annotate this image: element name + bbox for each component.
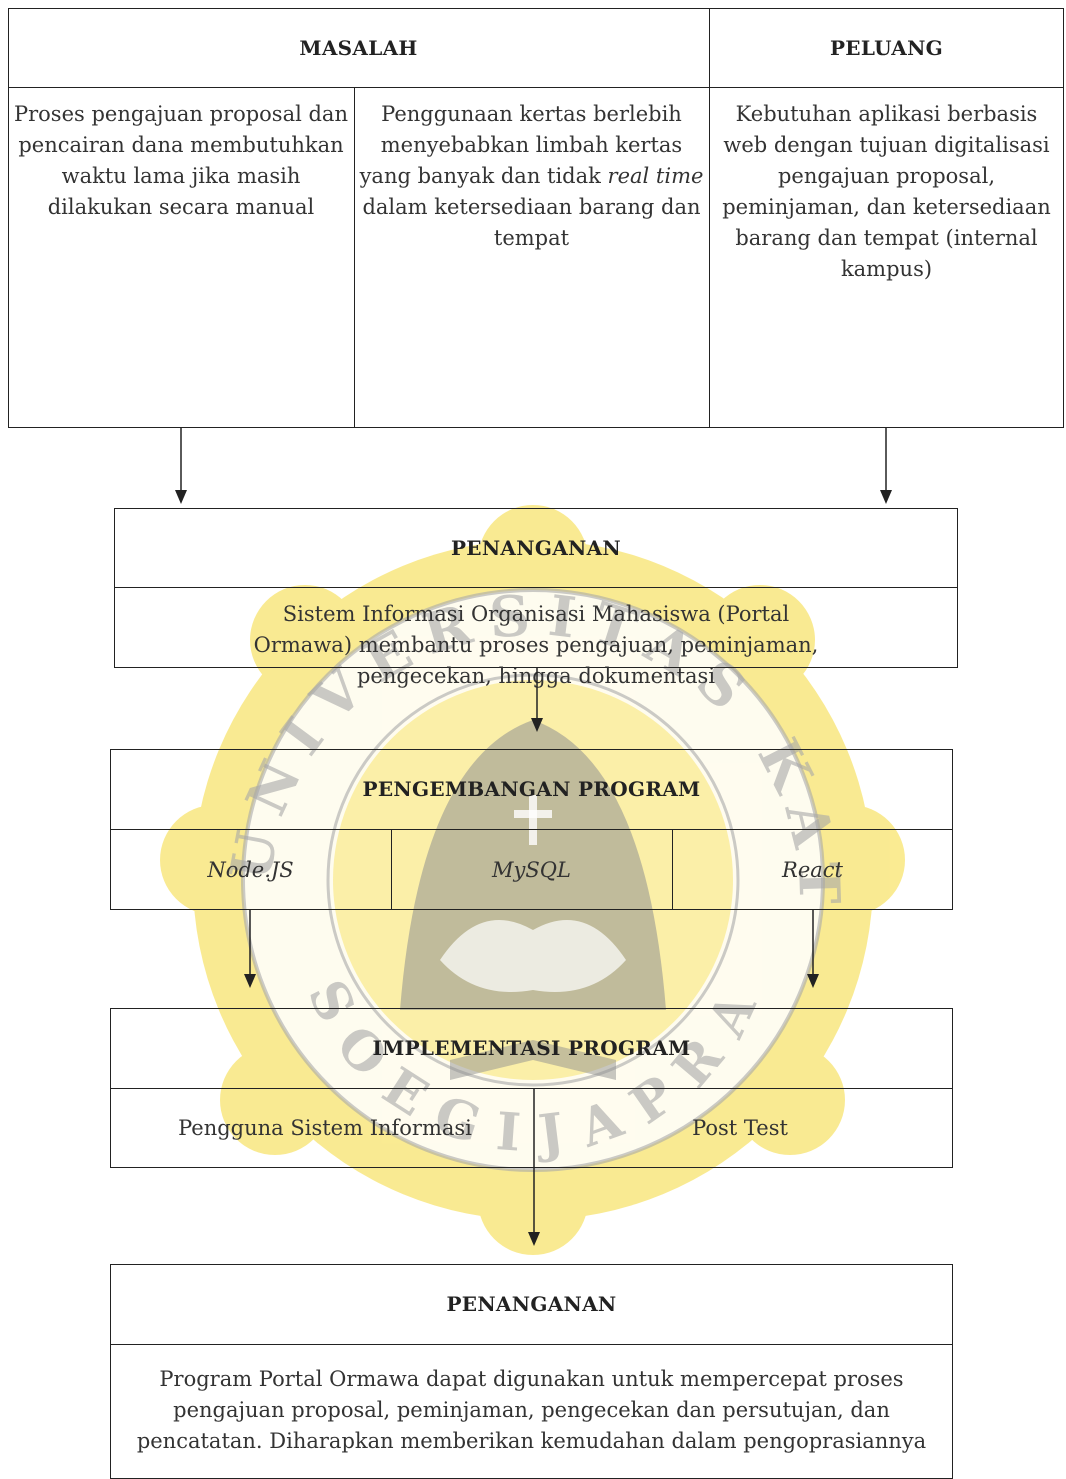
pengembangan-header: PENGEMBANGAN PROGRAM [362, 777, 701, 801]
masalah-peluang-table [8, 8, 1064, 428]
tech-nodejs: Node.JS [207, 858, 294, 882]
masalah-header: MASALAH [299, 35, 418, 60]
penanganan-header-1: PENANGANAN [450, 535, 622, 560]
impl-post-test: Post Test [692, 1116, 788, 1140]
masalah-manual-process-text: Proses pengajuan proposal dan pencairan … [14, 102, 348, 219]
penanganan-box-1 [114, 508, 958, 668]
peluang-header: PELUANG [829, 35, 944, 60]
penanganan-text-1: Sistem Informasi Organisasi Mahasiswa (P… [253, 602, 819, 688]
masalah-paper-waste-text: Penggunaan kertas berlebih menyebabkan l… [359, 102, 704, 250]
tech-react: React [782, 858, 843, 882]
tech-mysql: MySQL [492, 858, 571, 882]
penanganan-header-2: PENANGANAN [446, 1292, 617, 1316]
implementasi-header: IMPLEMENTASI PROGRAM [372, 1036, 691, 1060]
penanganan-text-2: Program Portal Ormawa dapat digunakan un… [136, 1367, 927, 1453]
impl-pengguna-sistem: Pengguna Sistem Informasi [178, 1116, 472, 1140]
peluang-text: Kebutuhan aplikasi berbasis web dengan t… [722, 102, 1051, 281]
